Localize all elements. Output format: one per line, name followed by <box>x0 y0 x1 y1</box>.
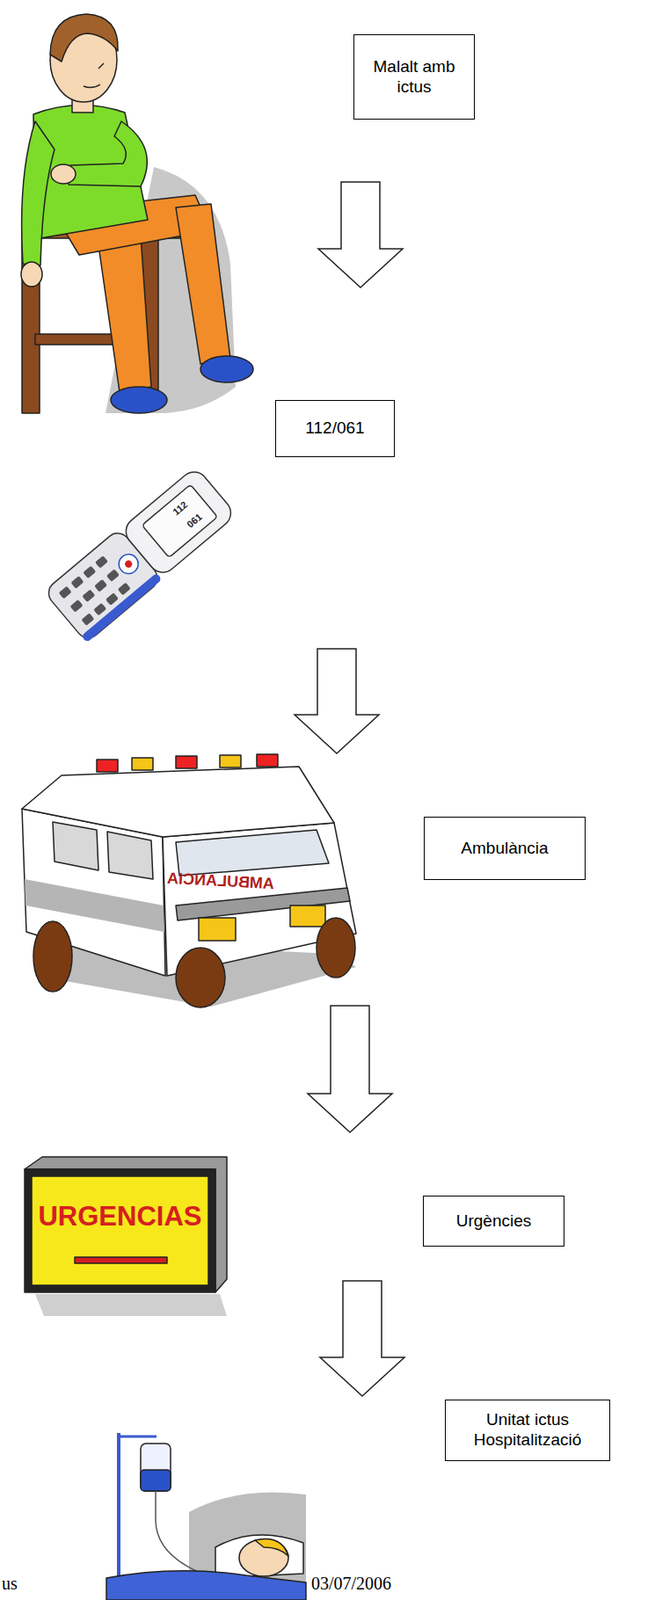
footer-date: 03/07/2006 <box>311 1573 392 1595</box>
step-box: Unitat ictus Hospitalització <box>444 1399 611 1462</box>
block-arrow-shape <box>307 1005 393 1133</box>
vehicle-lettering: AMBULANCIA <box>167 869 276 894</box>
step-box: Ambulància <box>423 816 586 881</box>
step-box: Malalt amb ictus <box>353 34 475 120</box>
flow-arrow <box>320 1281 405 1397</box>
step-label: Ambulància <box>460 838 548 860</box>
flow-arrow <box>318 182 403 288</box>
flow-arrow <box>307 1005 393 1133</box>
sign-lettering: URGENCIAS <box>31 1201 209 1233</box>
phone-screen-text: 112 <box>170 499 190 518</box>
flow-arrow <box>294 648 379 754</box>
block-arrow-shape <box>294 648 379 754</box>
phone-screen-text: 061 <box>184 511 204 531</box>
block-arrow-shape <box>320 1281 405 1397</box>
step-label: Malalt amb ictus <box>363 57 466 98</box>
step-label: Urgències <box>456 1211 532 1232</box>
step-label: Unitat ictus Hospitalització <box>454 1410 601 1451</box>
ambulance-illustration <box>21 754 357 1008</box>
footer-text: us <box>1 1573 18 1595</box>
block-arrow-shape <box>318 182 403 288</box>
emergency-sign-illustration <box>24 1157 227 1317</box>
hospital-bed-illustration <box>106 1433 306 1600</box>
step-label: 112/061 <box>305 418 365 439</box>
seated-patient-illustration <box>21 14 254 414</box>
step-box: 112/061 <box>275 400 395 458</box>
mobile-phone-illustration <box>43 465 238 643</box>
step-box: Urgències <box>422 1195 565 1247</box>
